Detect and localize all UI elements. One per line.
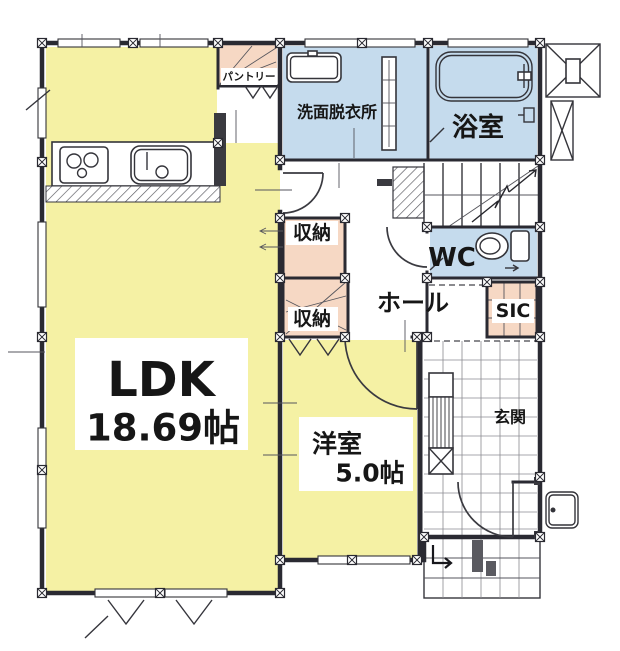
label-wc: WC — [428, 243, 476, 273]
room-ldk — [46, 47, 280, 593]
exterior-equipment — [545, 43, 601, 529]
entrance-door — [457, 477, 540, 539]
pantry-label-box — [221, 68, 277, 85]
label-storage-lower: 収納 — [293, 307, 331, 330]
equipment-box-top — [545, 43, 601, 98]
western-room-door — [344, 336, 418, 410]
folding-door-marks — [244, 85, 340, 357]
label-western-room-size: 5.0帖 — [335, 459, 404, 488]
label-sic: SIC — [496, 300, 531, 322]
label-bathroom: 浴室 — [452, 112, 504, 143]
label-pantry: パントリー — [222, 71, 275, 83]
window-swing-marks — [25, 89, 213, 639]
storage-upper-label-box — [286, 221, 338, 245]
room-bathroom — [430, 46, 537, 160]
entry-arrow — [431, 545, 453, 569]
ldk-hall-door — [282, 172, 324, 214]
ldk-label-box — [75, 338, 248, 450]
washroom-fixtures — [286, 50, 397, 158]
bathtub — [435, 51, 533, 102]
kitchen-sink — [130, 145, 192, 185]
label-ldk: LDK — [107, 352, 216, 408]
bathroom-fixtures — [429, 51, 535, 143]
stove — [59, 146, 109, 184]
label-entrance: 玄関 — [494, 408, 526, 427]
dimension-ticks — [8, 34, 406, 456]
storage-lower-label-box — [288, 307, 338, 331]
sic-label-box — [492, 299, 534, 323]
label-hall: ホール — [377, 289, 449, 317]
linen-cabinet — [381, 56, 397, 151]
kitchen — [45, 113, 226, 203]
counter-end-wall — [214, 113, 226, 186]
bath-door-mark — [429, 127, 445, 143]
wc-door — [386, 226, 428, 268]
labels: LDK 18.69帖 洋室 5.0帖 パントリー 洗面脱衣所 浴室 収納 収納 … — [75, 68, 534, 491]
western-label-box — [299, 417, 413, 491]
toilet — [429, 230, 530, 272]
label-washroom: 洗面脱衣所 — [297, 103, 377, 122]
staircase — [377, 163, 540, 228]
shoe-cabinet — [428, 372, 454, 475]
porch — [423, 536, 541, 599]
label-ldk-size: 18.69帖 — [86, 407, 240, 450]
stair-direction-arrow — [471, 169, 537, 223]
washbasin — [286, 50, 342, 83]
outdoor-sink — [545, 491, 579, 529]
label-storage-upper: 収納 — [293, 221, 331, 244]
label-western-room: 洋室 — [312, 430, 362, 459]
equipment-box-side — [550, 100, 574, 161]
